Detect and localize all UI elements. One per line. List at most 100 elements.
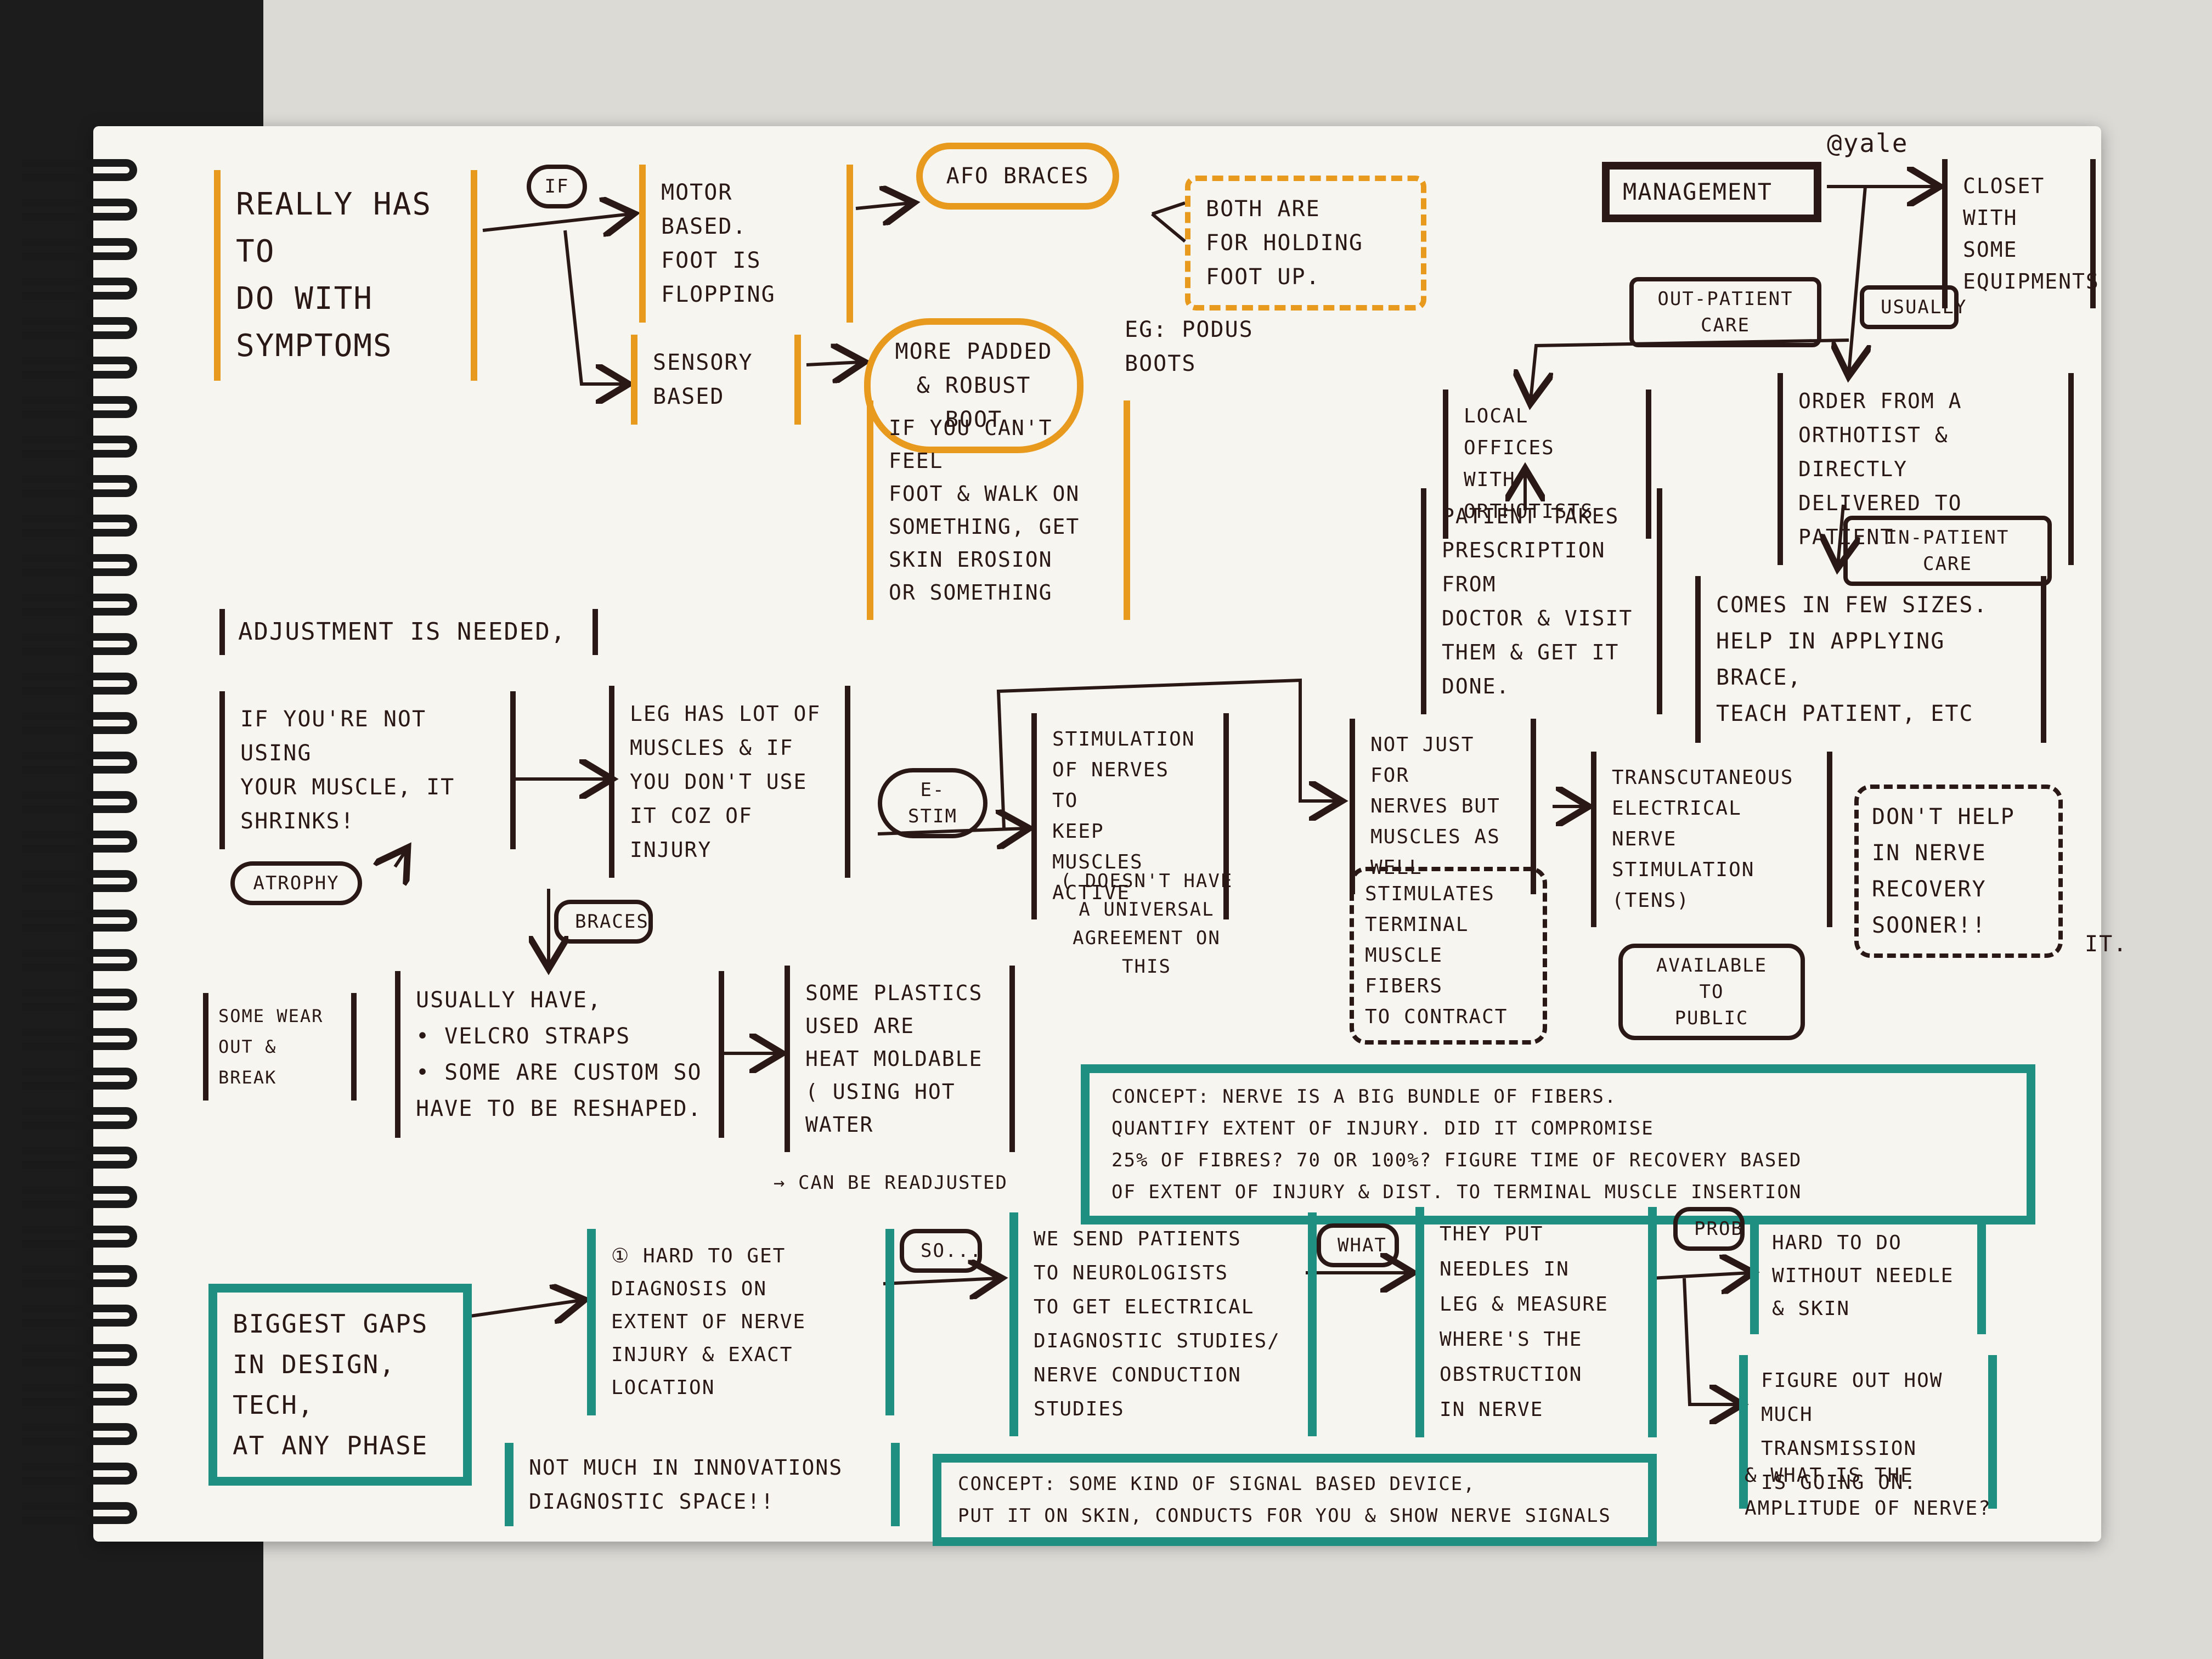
note-patient-takes: PATIENT TAKES PRESCRIPTION FROM DOCTOR &… (1421, 488, 1662, 714)
label-outpatient-care: OUT-PATIENT CARE (1629, 277, 1821, 347)
note-needles-in-leg: THEY PUT NEEDLES IN LEG & MEASURE WHERE'… (1415, 1207, 1657, 1437)
note-management: MANAGEMENT (1602, 162, 1821, 222)
binding-ring (22, 1502, 137, 1524)
binding-ring (22, 1463, 137, 1485)
binding-ring (22, 989, 137, 1011)
both-are-chevron (1151, 201, 1186, 243)
arrow-sensory-boot (806, 362, 861, 365)
label-if: IF (527, 165, 587, 208)
binding-ring (22, 199, 137, 221)
note-send-to-neurologists: WE SEND PATIENTS TO NEUROLOGISTS TO GET … (1009, 1212, 1317, 1436)
note-no-universal-agreement: ( DOESN'T HAVE A UNIVERSAL AGREEMENT ON … (1060, 870, 1233, 978)
binding-ring (22, 436, 137, 458)
note-hard-to-get-diagnosis: ① HARD TO GET DIAGNOSIS ON EXTENT OF NER… (587, 1229, 894, 1415)
binding-ring (22, 1423, 137, 1445)
note-stimulation-of-nerves: STIMULATION OF NERVES TO KEEP MUSCLES AC… (1031, 713, 1229, 919)
binding-ring (22, 1265, 137, 1287)
note-yale-handle: @yale (1827, 128, 1909, 158)
binding-ring (22, 1028, 137, 1050)
binding-ring (22, 554, 137, 576)
sketchbook-page (93, 126, 2101, 1542)
binding-ring (22, 1107, 137, 1129)
binding-ring (22, 1147, 137, 1169)
note-leg-muscles: LEG HAS LOT OF MUSCLES & IF YOU DON'T US… (609, 686, 850, 878)
binding-ring (22, 673, 137, 695)
label-prob: PROB (1673, 1207, 1745, 1251)
label-estim: E-STIM (878, 768, 988, 838)
note-hard-without-needle: HARD TO DO WITHOUT NEEDLE & SKIN (1750, 1218, 1986, 1334)
arrow-management-order (1849, 186, 1865, 373)
label-what: WHAT (1317, 1223, 1399, 1267)
arrow-atrophy (395, 850, 406, 867)
binding-ring (22, 357, 137, 379)
label-inpatient-care: IN-PATIENT CARE (1843, 516, 2052, 586)
note-wear-out-break: SOME WEAR OUT & BREAK (203, 993, 357, 1101)
label-so: SO... (900, 1229, 982, 1273)
arrow-gaps-hard (466, 1300, 582, 1317)
note-adjustment-needed: ADJUSTMENT IS NEEDED, (219, 609, 598, 655)
binding-ring (22, 910, 137, 932)
note-afo-braces: AFO BRACES (916, 143, 1119, 210)
label-braces: BRACES (554, 900, 653, 944)
note-local-offices: LOCAL OFFICES WITH ORTHOTISTS (1443, 390, 1651, 539)
binding-ring (22, 791, 137, 813)
binding-ring (22, 712, 137, 734)
note-not-much-innovation: NOT MUCH IN INNOVATIONS DIAGNOSTIC SPACE… (505, 1443, 900, 1526)
arrow-to-local-offices (1531, 338, 1849, 400)
binding-ring (22, 317, 137, 339)
note-figure-out-transmission: FIGURE OUT HOW MUCH TRANSMISSION IS GOIN… (1739, 1355, 1997, 1509)
label-usually: USUALLY (1860, 285, 1966, 329)
concept-signal-device: CONCEPT: SOME KIND OF SIGNAL BASED DEVIC… (933, 1454, 1657, 1546)
note-heat-moldable-plastics: SOME PLASTICS USED ARE HEAT MOLDABLE ( U… (785, 966, 1015, 1152)
binding-ring (22, 594, 137, 616)
binding-ring (22, 1068, 137, 1090)
binding-ring (22, 238, 137, 260)
note-biggest-gaps: BIGGEST GAPS IN DESIGN, TECH, AT ANY PHA… (208, 1284, 472, 1486)
binding-ring (22, 515, 137, 537)
note-can-be-readjusted: → CAN BE READJUSTED (774, 1172, 1008, 1194)
note-it-mark: IT. (2085, 932, 2128, 957)
note-closet: CLOSET WITH SOME EQUIPMENTS (1942, 159, 2098, 308)
label-atrophy: ATROPHY (230, 861, 362, 905)
binding-ring (22, 949, 137, 971)
concept-nerve-bundle: CONCEPT: NERVE IS A BIG BUNDLE OF FIBERS… (1081, 1064, 2035, 1224)
binding-ring (22, 1305, 137, 1327)
binding-ring (22, 1226, 137, 1248)
note-stimulates-terminal: STIMULATES TERMINAL MUSCLE FIBERS TO CON… (1350, 867, 1547, 1045)
binding-ring (22, 396, 137, 418)
arrow-needles-hardtodo (1651, 1273, 1750, 1278)
binding-ring (22, 159, 137, 181)
note-podus-boots: eg: PODUS BOOTS (1125, 317, 1254, 376)
note-comes-in-sizes: COMES IN FEW SIZES. HELP IN APPLYING BRA… (1695, 576, 2046, 743)
note-order-from-orthotist: ORDER FROM A ORTHOTIST & DIRECTLY DELIVE… (1778, 373, 2074, 565)
binding-ring (22, 1344, 137, 1366)
note-dont-help-recovery: DON'T HELP IN NERVE RECOVERY SOONER!! (1854, 785, 2063, 958)
binding-ring (22, 475, 137, 497)
binding-ring (22, 1186, 137, 1208)
note-velcro-straps: USUALLY HAVE, • VELCRO STRAPS • SOME ARE… (395, 971, 724, 1138)
note-sensory-based: SENSORY BASED (631, 335, 801, 425)
binding-ring (22, 752, 137, 774)
arrow-needles-figureout (1683, 1278, 1739, 1404)
binding-ring (22, 278, 137, 300)
arrow-symptoms-sensory (563, 230, 625, 384)
note-symptoms: REALLY HAS TO DO WITH SYMPTOMS (214, 170, 477, 381)
arrow-hard-send (883, 1278, 998, 1284)
binding-ring (22, 870, 137, 892)
binding-ring (22, 1384, 137, 1406)
note-not-using-muscle: IF YOU'RE NOT USING YOUR MUSCLE, IT SHRI… (219, 691, 516, 849)
note-tens: TRANSCUTANEOUS ELECTRICAL NERVE STIMULAT… (1591, 752, 1832, 927)
arrow-order-to-inpatient (1838, 504, 1843, 565)
arrow-motor-afo (855, 203, 911, 208)
label-available-to-public: AVAILABLE TO PUBLIC (1618, 944, 1805, 1040)
arrow-symptoms-motor (482, 214, 631, 230)
binding-ring (22, 633, 137, 655)
binding-ring (22, 831, 137, 853)
note-both-are: BOTH ARE FOR HOLDING FOOT UP. (1185, 176, 1426, 311)
note-motor-based: MOTOR BASED. FOOT IS FLOPPING (639, 165, 853, 323)
note-cant-feel: IF YOU CAN'T FEEL FOOT & WALK ON SOMETHI… (867, 400, 1130, 620)
spiral-binding (22, 159, 148, 1542)
note-amplitude-of-nerve: & WHAT IS THE AMPLITUDE OF NERVE? (1745, 1464, 1991, 1520)
arrow-estim-overarch (996, 678, 1339, 829)
